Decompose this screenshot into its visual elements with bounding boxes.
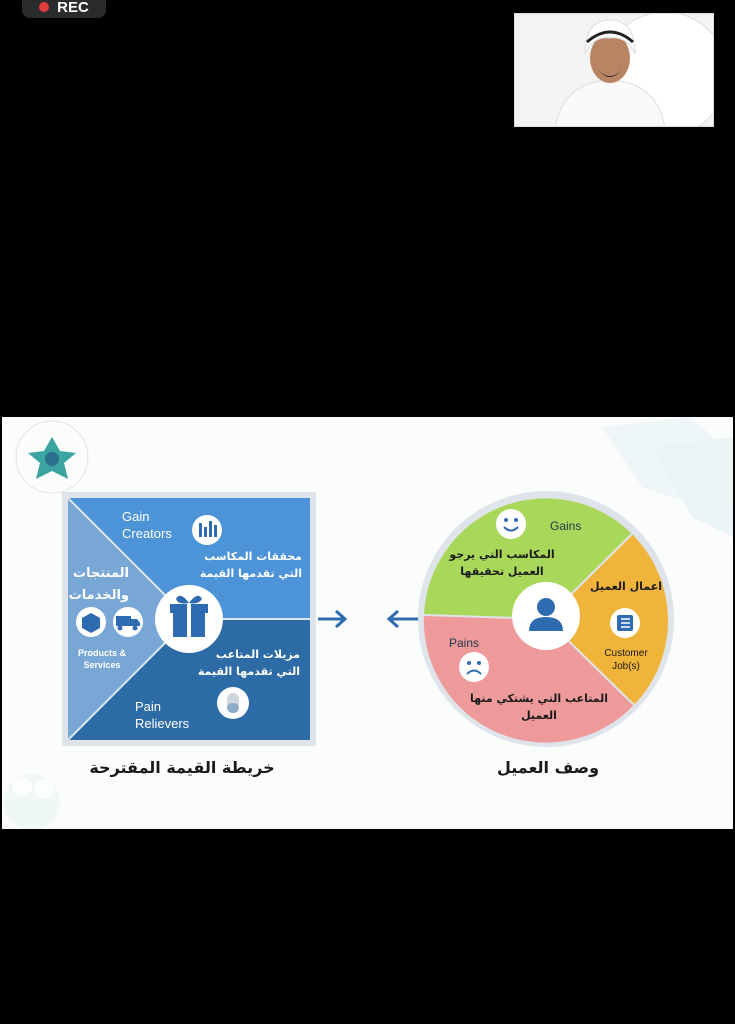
smiley-icon: [496, 509, 526, 539]
gain-creators-ar-line1: محققات المكاسب: [204, 550, 302, 563]
arrow-right-icon: [318, 609, 348, 629]
user-icon: [529, 598, 563, 631]
jobs-ar-label: اعمال العميل: [590, 580, 662, 593]
pains-section: [423, 615, 634, 743]
pain-relievers-ar-line2: التي تقدمها القيمة: [198, 665, 300, 678]
presentation-slide: Gain Creators محققات المكاسب التي تقدمها…: [2, 417, 733, 829]
truck-icon: [113, 607, 143, 637]
record-dot-icon: [39, 2, 50, 12]
pain-relievers-en-line1: Pain: [135, 699, 161, 714]
pill-icon: [217, 687, 249, 719]
products-ar-line2: والخدمات: [69, 588, 129, 603]
pain-relievers-section: [68, 619, 310, 740]
gain-creators-section: [68, 498, 310, 619]
box-icon: [76, 607, 106, 637]
pains-ar-line1: المتاعب التي يشتكي منها: [470, 692, 608, 705]
value-map: Gain Creators محققات المكاسب التي تقدمها…: [62, 492, 316, 746]
jobs-section: [546, 534, 668, 705]
checklist-icon: [610, 608, 640, 638]
gains-en-label: Gains: [550, 519, 581, 533]
pain-relievers-ar-line1: مزيلات المتاعب: [216, 648, 300, 661]
products-en-line1: Products &: [78, 648, 127, 658]
arrow-left-icon: [386, 609, 418, 629]
sad-face-icon: [459, 652, 489, 682]
gain-creators-en-line1: Gain: [122, 509, 149, 524]
jobs-en-line1: Customer: [604, 648, 648, 659]
presenter-webcam: [514, 13, 714, 127]
decorative-snowflake-icon: [602, 417, 733, 537]
jobs-en-line2: Job(s): [612, 661, 640, 672]
chart-icon: [192, 515, 222, 545]
decorative-flower-icon: [4, 774, 60, 829]
recording-label: REC: [57, 0, 89, 16]
gains-section: [424, 498, 632, 619]
pains-en-label: Pains: [449, 636, 479, 650]
customer-profile-title: وصف العميل: [497, 758, 599, 777]
value-map-title: خريطة القيمة المقترحة: [89, 758, 274, 777]
products-en-line2: Services: [83, 660, 120, 670]
gift-icon: [170, 595, 208, 637]
gain-creators-en-line2: Creators: [122, 526, 172, 541]
gains-ar-line2: العميل تحقيقها: [460, 565, 543, 578]
customer-profile: Gains المكاسب التي يرجو العميل تحقيقها ا…: [418, 491, 674, 747]
organization-logo: [15, 420, 89, 494]
pain-relievers-en-line2: Relievers: [135, 716, 190, 731]
gain-creators-ar-line2: التي تقدمها القيمة: [200, 567, 302, 580]
gains-ar-line1: المكاسب التي يرجو: [448, 548, 554, 561]
pains-ar-line2: العميل: [521, 709, 557, 722]
products-ar-line1: المنتجات: [73, 566, 129, 581]
recording-indicator: REC: [22, 0, 106, 18]
